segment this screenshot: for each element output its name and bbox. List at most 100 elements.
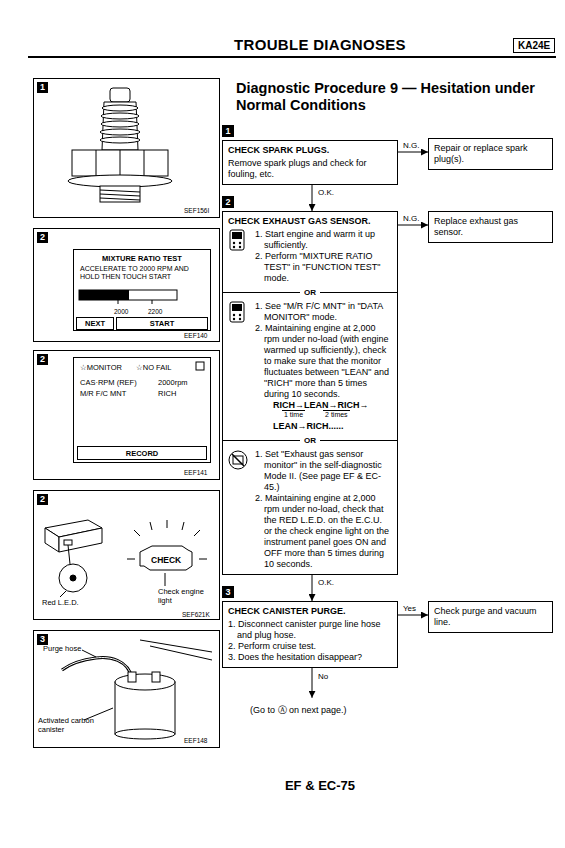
check-box: CHECK EXHAUST GAS SENSOR. 1. Start engine…	[222, 211, 398, 575]
figure-number: 2	[37, 494, 48, 505]
step-text: NEXT	[85, 319, 105, 328]
action-box: Check purge and vacuum line.	[428, 601, 553, 633]
step-text: 3. Does the hesitation disappear?	[228, 652, 392, 663]
step-number: 1	[222, 125, 234, 137]
step-text: 1. See "M/R F/C MNT" in "DATA MONITOR" m…	[228, 301, 392, 323]
branch-label: Yes	[402, 604, 417, 613]
screen-heading: MIXTURE RATIO TEST	[74, 254, 210, 263]
page-title: TROUBLE DIAGNOSES	[190, 36, 450, 53]
step-text: Remove spark plugs and check for fouling…	[228, 158, 392, 180]
flow-arrow	[312, 185, 313, 211]
ecu-unit	[45, 520, 102, 597]
flow-arrow	[398, 152, 428, 153]
or-text: OR	[300, 436, 320, 446]
signal-sequence: RICH→LEAN→RICH→	[228, 400, 392, 411]
branch-label: No	[317, 672, 329, 681]
branch-label: O.K.	[317, 578, 335, 587]
step-number: 3	[222, 586, 234, 598]
monitor-item: RICH	[158, 389, 176, 398]
lamp-text: CHECK	[151, 555, 181, 565]
flow-arrow	[398, 225, 428, 226]
figure-code: EEF148	[184, 737, 208, 744]
part-label: Red L.E.D.	[42, 599, 79, 608]
signal-sequence: LEAN→RICH......	[228, 421, 392, 432]
screen-button: NEXT	[76, 317, 114, 330]
step-text: 2. Perform cruise test.	[228, 641, 392, 652]
step-text: 2. Perform "MIXTURE RATIO TEST" in "FUNC…	[228, 251, 392, 284]
tester-icon	[228, 229, 248, 251]
check-engine-light	[127, 520, 207, 586]
figure-code: EEF141	[184, 469, 208, 476]
exit-arrow	[312, 668, 313, 698]
action-box: Repair or replace spark plug(s).	[428, 138, 553, 170]
step-text: START	[150, 319, 174, 328]
no-tester-icon	[228, 449, 248, 471]
ratio-bar	[79, 290, 177, 304]
flow-arrow	[312, 575, 313, 601]
page-number: EF & EC-75	[200, 778, 440, 793]
step-text: Repair or replace spark plug(s).	[434, 143, 547, 165]
monitor-item: ☆NO FAIL	[136, 363, 171, 372]
scale-value: 2200	[148, 308, 162, 315]
step-text: Replace exhaust gas sensor.	[434, 216, 547, 238]
tester-screen: MIXTURE RATIO TEST ACCELERATE TO 2000 RPM…	[73, 249, 211, 331]
monitor-item: ☆MONITOR	[80, 363, 122, 372]
step-text: 1. Start engine and warm it up sufficien…	[228, 229, 392, 251]
step-text: 2. Maintaining engine at 2,000 rpm under…	[228, 493, 392, 570]
step-text: RECORD	[126, 449, 159, 458]
box-heading: CHECK CANISTER PURGE.	[228, 606, 392, 617]
figure-panel: 2Red L.E.D. CHECK Check engine lightSEF621…	[33, 490, 220, 620]
screen-button: START	[116, 317, 208, 330]
or-divider: OR	[223, 287, 397, 298]
model-code-box: KA24E	[513, 38, 555, 53]
step-text: 1. Set "Exhaust gas sensor monitor" in t…	[228, 449, 392, 493]
branch-label: N.G.	[402, 214, 420, 223]
branch-label: O.K.	[317, 188, 335, 197]
action-box: Replace exhaust gas sensor.	[428, 211, 553, 243]
monitor-item: M/R F/C MNT	[80, 389, 126, 398]
figure-panel: 3Purge hoseActivated carbon canisterEEF1…	[33, 630, 220, 748]
branch-label: N.G.	[402, 141, 420, 150]
figure-panel: 2EEF141 ☆MONITOR ☆NO FAIL CAS·RPM (REF) 2000…	[33, 350, 220, 480]
monitor-item: 2000rpm	[158, 378, 188, 387]
screen-text: ACCELERATE TO 2000 RPM AND HOLD THEN TOU…	[80, 265, 198, 281]
figure-number: 2	[37, 232, 48, 243]
step-text: KA24E	[518, 40, 550, 51]
check-box: CHECK CANISTER PURGE. 1. Disconnect canis…	[222, 601, 398, 668]
tester-screen: ☆MONITOR ☆NO FAIL CAS·RPM (REF) 2000rpmM/R …	[73, 357, 211, 463]
scale-value: 2000	[114, 308, 128, 315]
count-label: 2 times	[323, 410, 350, 420]
tester-icon	[228, 301, 248, 323]
box-heading: CHECK SPARK PLUGS.	[228, 145, 392, 156]
step-text: 1. Disconnect canister purge line hose a…	[228, 619, 392, 641]
spark-plug	[68, 88, 172, 202]
header-rule	[28, 56, 556, 58]
step-text: Check purge and vacuum line.	[434, 606, 547, 628]
figure-number: 2	[37, 354, 48, 365]
screen-button: RECORD	[77, 446, 207, 460]
count-row: 1 time 2 times	[228, 410, 392, 420]
monitor-item: CAS·RPM (REF)	[80, 378, 137, 387]
figure-panel: 2EEF140 MIXTURE RATIO TEST ACCELERATE TO 2…	[33, 228, 220, 342]
part-label: Purge hose	[43, 645, 81, 654]
part-label: Activated carbon canister	[38, 717, 98, 734]
count-label: 1 time	[282, 410, 305, 420]
continuation-note: (Go to Ⓐ on next page.)	[250, 704, 347, 717]
figure-code: SEF621K	[182, 611, 210, 618]
figure-number: 3	[37, 634, 48, 645]
part-label: Check engine light	[158, 588, 214, 605]
procedure-title: Diagnostic Procedure 9 — Hesitation unde…	[236, 80, 558, 113]
flow-arrow	[398, 615, 428, 616]
or-divider: OR	[223, 435, 397, 446]
step-number: 2	[222, 196, 234, 208]
step-text: 2. Maintaining engine at 2,000 rpm under…	[228, 323, 392, 400]
figure-panel: 1SEF156I	[33, 78, 220, 218]
figure-code: SEF156I	[184, 207, 209, 214]
figure-code: EEF140	[184, 332, 208, 339]
checkbox	[196, 362, 204, 370]
figure-number: 1	[37, 82, 48, 93]
or-text: OR	[300, 288, 320, 298]
box-heading: CHECK EXHAUST GAS SENSOR.	[228, 216, 392, 227]
check-box: CHECK SPARK PLUGS. Remove spark plugs and…	[222, 140, 398, 185]
